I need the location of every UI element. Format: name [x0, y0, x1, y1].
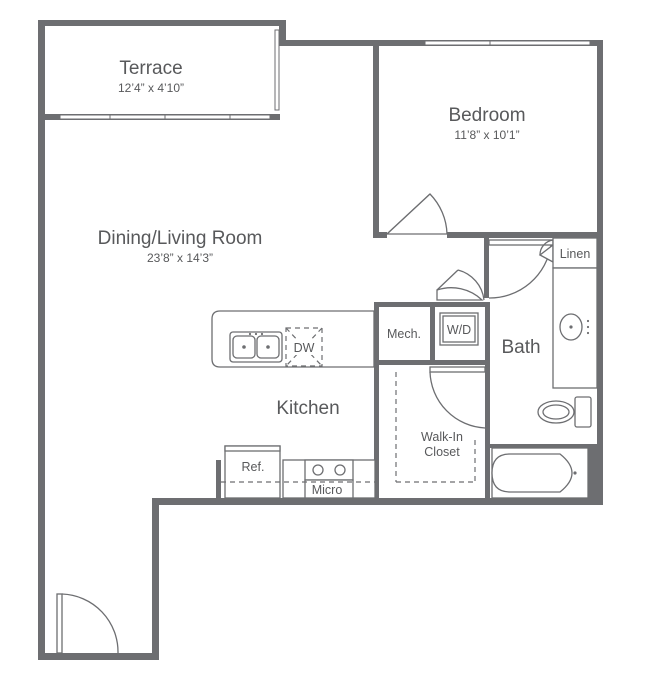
- wd-label: W/D: [447, 323, 471, 337]
- closet-shelving: [395, 372, 476, 483]
- bedroom-size: 11’8” x 10’1”: [454, 128, 519, 142]
- linen-cabinet: [552, 237, 598, 269]
- dishwasher: [285, 327, 323, 367]
- linen-label: Linen: [560, 247, 591, 261]
- closet-label-line2: Closet: [424, 445, 460, 459]
- dw-label: DW: [294, 341, 315, 355]
- sink-icon: [559, 313, 590, 341]
- refrigerator: [224, 445, 281, 499]
- bedroom-label: Bedroom: [448, 105, 525, 126]
- bedroom-door[interactable]: [385, 193, 448, 235]
- ref-label: Ref.: [242, 460, 265, 474]
- doors: [56, 193, 554, 654]
- toilet-icon: [537, 396, 592, 428]
- bath-label: Bath: [501, 337, 540, 358]
- mech-label: Mech.: [387, 327, 421, 341]
- microwave: [304, 479, 354, 499]
- closet-label-line1: Walk-In: [421, 430, 463, 444]
- interior-walls: [45, 46, 597, 504]
- washer-dryer: [439, 312, 479, 346]
- entry-door[interactable]: [56, 593, 119, 654]
- bath-fixtures: [491, 237, 598, 499]
- labels: Terrace 12’4” x 4’10” Bedroom 11’8” x 10…: [98, 58, 591, 497]
- living-label: Dining/Living Room: [98, 228, 263, 249]
- closet-door[interactable]: [429, 366, 486, 429]
- wd-door[interactable]: [436, 269, 485, 301]
- cooktop-icon: [304, 459, 354, 481]
- kitchen-fixtures: [211, 310, 376, 499]
- kitchen-label: Kitchen: [276, 398, 339, 419]
- double-sink-icon: [229, 331, 283, 363]
- bathtub-icon: [491, 447, 589, 499]
- laundry-fixtures: [439, 312, 479, 346]
- micro-label: Micro: [312, 483, 343, 497]
- terrace-label: Terrace: [119, 58, 182, 79]
- terrace-size: 12’4” x 4’10”: [118, 81, 184, 95]
- bath-door[interactable]: [488, 239, 554, 299]
- living-size: 23’8” x 14’3”: [147, 251, 213, 265]
- windows: [59, 29, 591, 120]
